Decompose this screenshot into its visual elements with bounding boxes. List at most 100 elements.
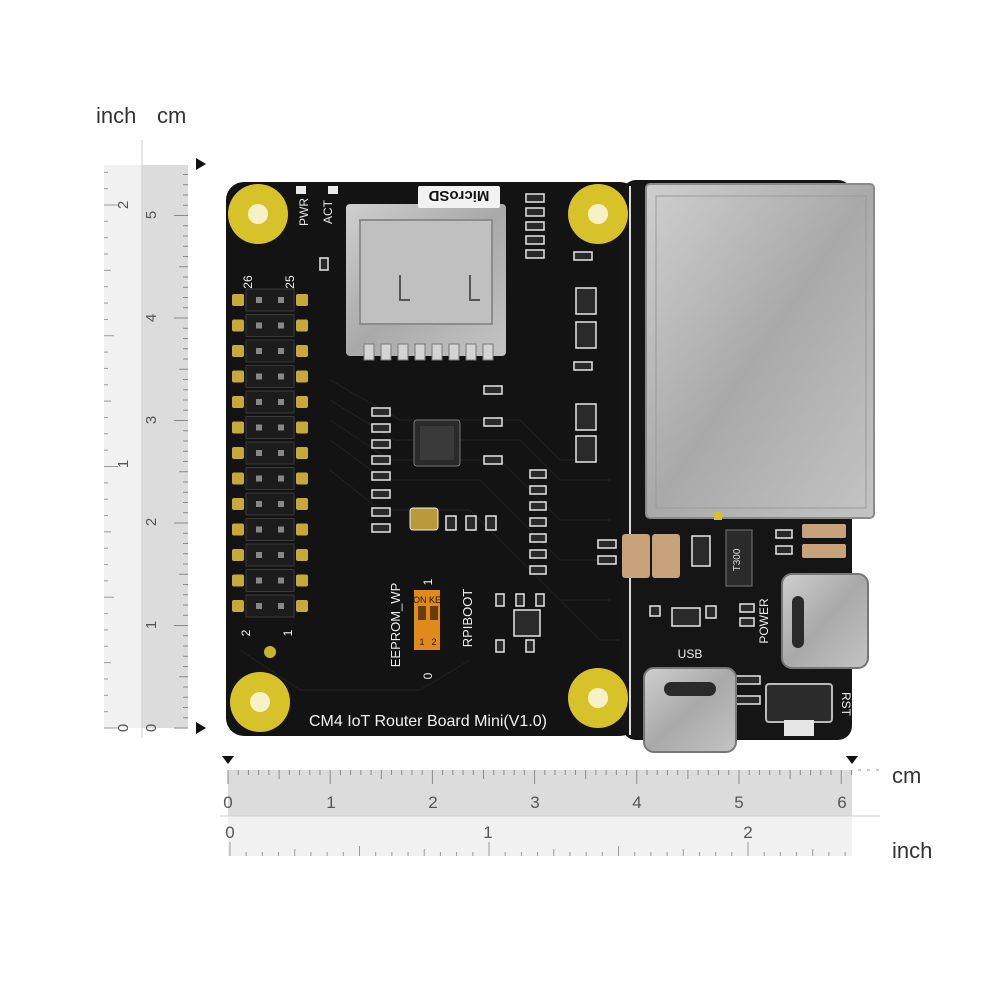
ruler-marker-bottom [196,722,206,734]
smd-part [649,605,661,617]
gpio-pad [232,294,244,306]
pcb-traces [239,379,620,691]
smd-part [515,593,525,607]
gpio-pad [232,370,244,383]
sd-contact [380,343,392,361]
ruler-marker-left [222,756,234,764]
smd-part [371,523,391,533]
switch-number-2: 2 [431,637,436,647]
gpio-pad [232,319,244,332]
smd-part [735,695,761,705]
switch-edge-1: 1 [421,578,435,585]
gpio-pin-25-label: 25 [283,275,297,289]
gpio-pad [296,319,308,332]
gpio-pad [296,421,308,434]
gpio-pin [278,450,284,456]
smd-part [575,287,597,315]
gpio-pad [232,447,244,459]
smd-part [575,321,597,349]
rst-button [765,683,833,736]
h-cm-tick-0: 0 [223,793,232,812]
ruler-marker-top [196,158,206,170]
smd-part [529,517,547,527]
sd-contact [448,343,460,361]
gpio-pin [278,424,284,431]
smd-components [319,193,793,705]
v-cm-tick-4: 4 [143,314,160,322]
gpio-pin [256,399,262,405]
smd-part [525,639,535,653]
eeprom-wp-label: EEPROM_WP [388,583,403,668]
gpio-pad [232,574,244,587]
h-cm-tick-4: 4 [632,793,641,812]
horizontal-ruler-inch-unit: inch [892,838,933,863]
switch-on-label: ON KE [413,595,441,605]
gpio-pin [256,603,262,609]
gpio-pin-2-label: 2 [239,629,253,636]
pwr-label: PWR [297,198,311,226]
h-inch-tick-2: 2 [743,823,752,842]
gpio-pin-body [245,441,295,465]
smd-part [319,257,329,271]
smd-part [535,593,545,607]
h-cm-tick-3: 3 [530,793,539,812]
power-label: POWER [757,598,771,644]
smd-part [513,609,541,637]
gpio-pin-body [245,467,295,490]
main-ic [413,419,461,467]
smd-part [739,617,755,627]
gpio-pin [256,297,262,303]
smd-part [529,501,547,511]
gpio-pad [296,549,308,561]
smd-part [445,515,457,531]
gpio-pin [256,526,262,533]
h-cm-tick-6: 6 [837,793,846,812]
power-usb-c-port [781,573,869,669]
rst-label: RST [839,692,853,717]
gpio-pin [278,348,284,354]
v-cm-tick-0: 0 [143,724,160,732]
v-cm-tick-5: 5 [143,211,160,219]
smd-part [575,435,597,463]
gpio-pad [296,447,308,459]
gpio-pin [278,373,284,380]
smd-part [525,249,545,259]
microsd-slot [346,204,506,361]
v-cm-tick-2: 2 [143,518,160,526]
vertical-ruler: 0 1 2 0 1 2 3 4 5 [104,140,206,738]
v-inch-tick-1: 1 [115,460,132,468]
smd-part [573,361,593,371]
usb-label: USB [678,647,703,661]
usb-c-port [643,667,737,753]
cm4-router-board: MicroSD PWR ACT 26 25 2 1 ON KE 1 2 1 0 … [226,180,875,753]
power-capacitors [622,524,846,578]
smd-part [575,403,597,431]
smd-part [671,607,701,627]
smd-part [465,515,477,531]
smd-part [525,207,545,217]
ruler-marker-right [846,756,858,764]
gpio-pin-body [245,416,295,439]
gpio-pin [256,552,262,558]
inductor-label: T300 [732,548,743,571]
gpio-pin-body [245,288,295,312]
gpio-pin [278,322,284,329]
horizontal-ruler: 0 1 2 3 4 5 6 0 1 2 [220,756,885,856]
smd-part [495,639,505,653]
v-inch-tick-0: 0 [115,724,132,732]
smd-part [371,407,391,417]
smd-part [775,529,793,539]
gpio-pad [232,600,244,612]
h-inch-tick-1: 1 [483,823,492,842]
mounting-holes [228,184,628,732]
smd-part [597,539,617,549]
gpio-pin-body [245,518,295,541]
gpio-pin [256,577,262,584]
gpio-pin-body [245,569,295,592]
smd-part [525,221,545,231]
gpio-pin [278,603,284,609]
act-led [328,186,338,194]
v-cm-tick-1: 1 [143,621,160,629]
smd-part [573,251,593,261]
board-title: CM4 IoT Router Board Mini(V1.0) [309,713,547,730]
